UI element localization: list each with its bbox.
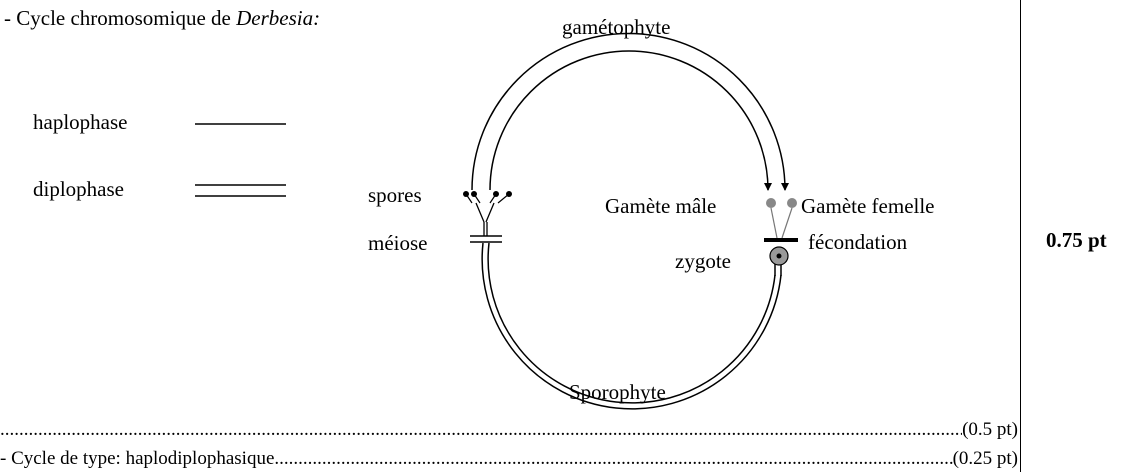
legend-haplophase-label: haplophase	[33, 110, 128, 134]
gametes-icon	[766, 198, 797, 239]
gametophyte-arc-inner	[489, 50, 772, 191]
gamete-male-label: Gamète mâle	[605, 194, 717, 218]
gamete-femelle-label: Gamète femelle	[801, 194, 935, 218]
answer-line-2-points: (0.25 pt)	[952, 448, 1018, 469]
dot-leader: ........................................…	[0, 419, 962, 440]
meiose-label: méiose	[368, 231, 428, 255]
legend-diplophase-label: diplophase	[33, 177, 124, 201]
cycle-diagram	[195, 32, 798, 410]
answer-line-1-points: (0.5 pt)	[962, 419, 1018, 440]
zygote-label: zygote	[675, 249, 731, 273]
meiosis-branch	[475, 202, 495, 236]
fecondation-label: fécondation	[808, 230, 908, 254]
answer-line-1: ........................................…	[0, 418, 1020, 442]
gametophyte-arc-outer	[471, 32, 789, 191]
answer-line-2-text: - Cycle de type: haplodiplophasique	[0, 448, 275, 469]
gametophyte-label: gamétophyte	[562, 15, 671, 39]
heading: - Cycle chromosomique de Derbesia:	[4, 6, 320, 30]
spores-icon	[463, 191, 512, 204]
spores-label: spores	[368, 183, 422, 207]
answer-line-2: - Cycle de type: haplodiplophasique ....…	[0, 447, 1020, 471]
heading-species: Derbesia:	[236, 6, 321, 30]
score-label: 0.75 pt	[1046, 228, 1107, 252]
sporophyte-arc-1	[481, 242, 782, 410]
heading-prefix: - Cycle chromosomique de	[4, 6, 237, 30]
sporophyte-label: Sporophyte	[569, 380, 666, 404]
dot-leader: ........................................…	[274, 448, 952, 469]
zygote-icon	[769, 246, 789, 266]
column-divider	[1020, 0, 1021, 472]
sporophyte-arc-2	[487, 242, 776, 404]
